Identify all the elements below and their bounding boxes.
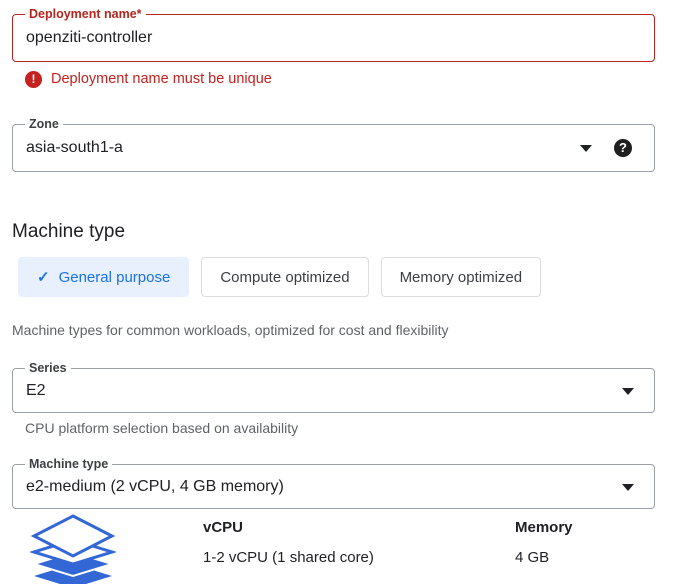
chip-general-purpose-label: General purpose xyxy=(58,268,171,286)
deployment-name-error: ! Deployment name must be unique xyxy=(25,71,272,88)
chip-compute-optimized[interactable]: Compute optimized xyxy=(201,257,369,297)
chip-memory-optimized[interactable]: Memory optimized xyxy=(380,257,542,297)
series-label: Series xyxy=(25,361,71,375)
chevron-down-icon[interactable] xyxy=(622,387,634,395)
chevron-down-icon[interactable] xyxy=(622,483,634,491)
spec-value-memory: 4 GB xyxy=(515,549,550,566)
spec-header-vcpu: vCPU xyxy=(203,519,244,536)
machine-family-helper-text: Machine types for common workloads, opti… xyxy=(12,322,449,338)
series-select[interactable]: Series E2 xyxy=(12,361,655,413)
chevron-down-icon[interactable] xyxy=(580,145,592,152)
spec-header-memory: Memory xyxy=(515,519,573,536)
deployment-name-error-text: Deployment name must be unique xyxy=(51,71,272,87)
series-value: E2 xyxy=(26,381,46,399)
zone-value: asia-south1-a xyxy=(26,139,123,156)
deployment-name-field[interactable]: Deployment name* openziti-controller xyxy=(12,7,655,62)
chip-compute-optimized-label: Compute optimized xyxy=(220,268,350,286)
chip-general-purpose[interactable]: ✓ General purpose xyxy=(18,257,190,297)
zone-select[interactable]: Zone asia-south1-a ? xyxy=(12,117,655,172)
zone-label: Zone xyxy=(25,117,63,131)
check-icon: ✓ xyxy=(37,268,50,286)
deployment-name-value[interactable]: openziti-controller xyxy=(26,29,153,46)
stacked-layers-icon xyxy=(30,514,116,584)
machine-type-value: e2-medium (2 vCPU, 4 GB memory) xyxy=(26,477,284,495)
machine-type-label: Machine type xyxy=(25,457,113,471)
required-asterisk: * xyxy=(136,7,142,21)
error-circle-icon: ! xyxy=(25,71,42,88)
machine-type-select[interactable]: Machine type e2-medium (2 vCPU, 4 GB mem… xyxy=(12,457,655,509)
series-helper-text: CPU platform selection based on availabi… xyxy=(25,420,299,436)
chip-memory-optimized-label: Memory optimized xyxy=(399,268,523,286)
machine-type-section-title: Machine type xyxy=(12,221,126,242)
deployment-name-label: Deployment name* xyxy=(25,7,146,21)
machine-family-chip-group: ✓ General purpose Compute optimized Memo… xyxy=(18,257,542,297)
spec-value-vcpu: 1-2 vCPU (1 shared core) xyxy=(203,549,374,566)
help-circle-icon[interactable]: ? xyxy=(614,139,632,157)
